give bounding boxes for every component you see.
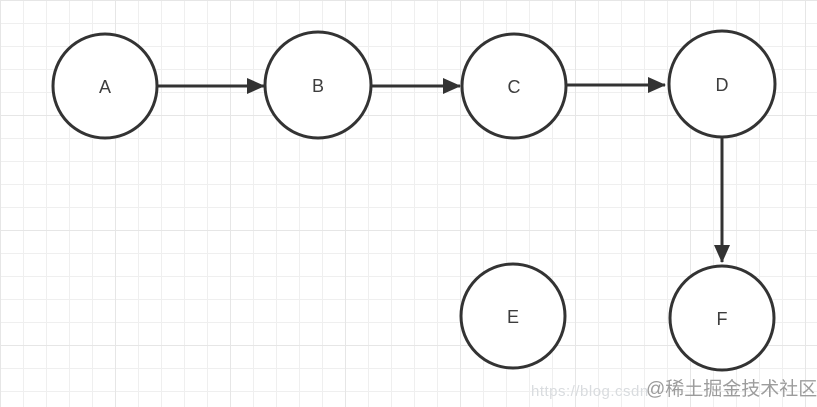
node-e: E xyxy=(459,262,567,370)
node-b-label: B xyxy=(312,76,324,96)
node-a: A xyxy=(51,32,159,140)
node-e-circle xyxy=(459,262,567,370)
node-b-circle xyxy=(263,30,373,140)
node-f-label: F xyxy=(717,309,728,329)
node-a-label: A xyxy=(99,77,111,97)
node-a-circle xyxy=(51,32,159,140)
node-b: B xyxy=(263,30,373,140)
community-watermark: @稀土掘金技术社区 xyxy=(646,379,817,400)
node-e-label: E xyxy=(507,307,519,327)
node-c-circle xyxy=(460,32,568,140)
node-d: D xyxy=(667,29,777,139)
node-f-circle xyxy=(668,264,776,372)
url-watermark: https://blog.csdn xyxy=(531,383,649,400)
node-f: F xyxy=(668,264,776,372)
node-d-label: D xyxy=(716,75,729,95)
node-c: C xyxy=(460,32,568,140)
node-d-circle xyxy=(667,29,777,139)
node-c-label: C xyxy=(508,77,521,97)
